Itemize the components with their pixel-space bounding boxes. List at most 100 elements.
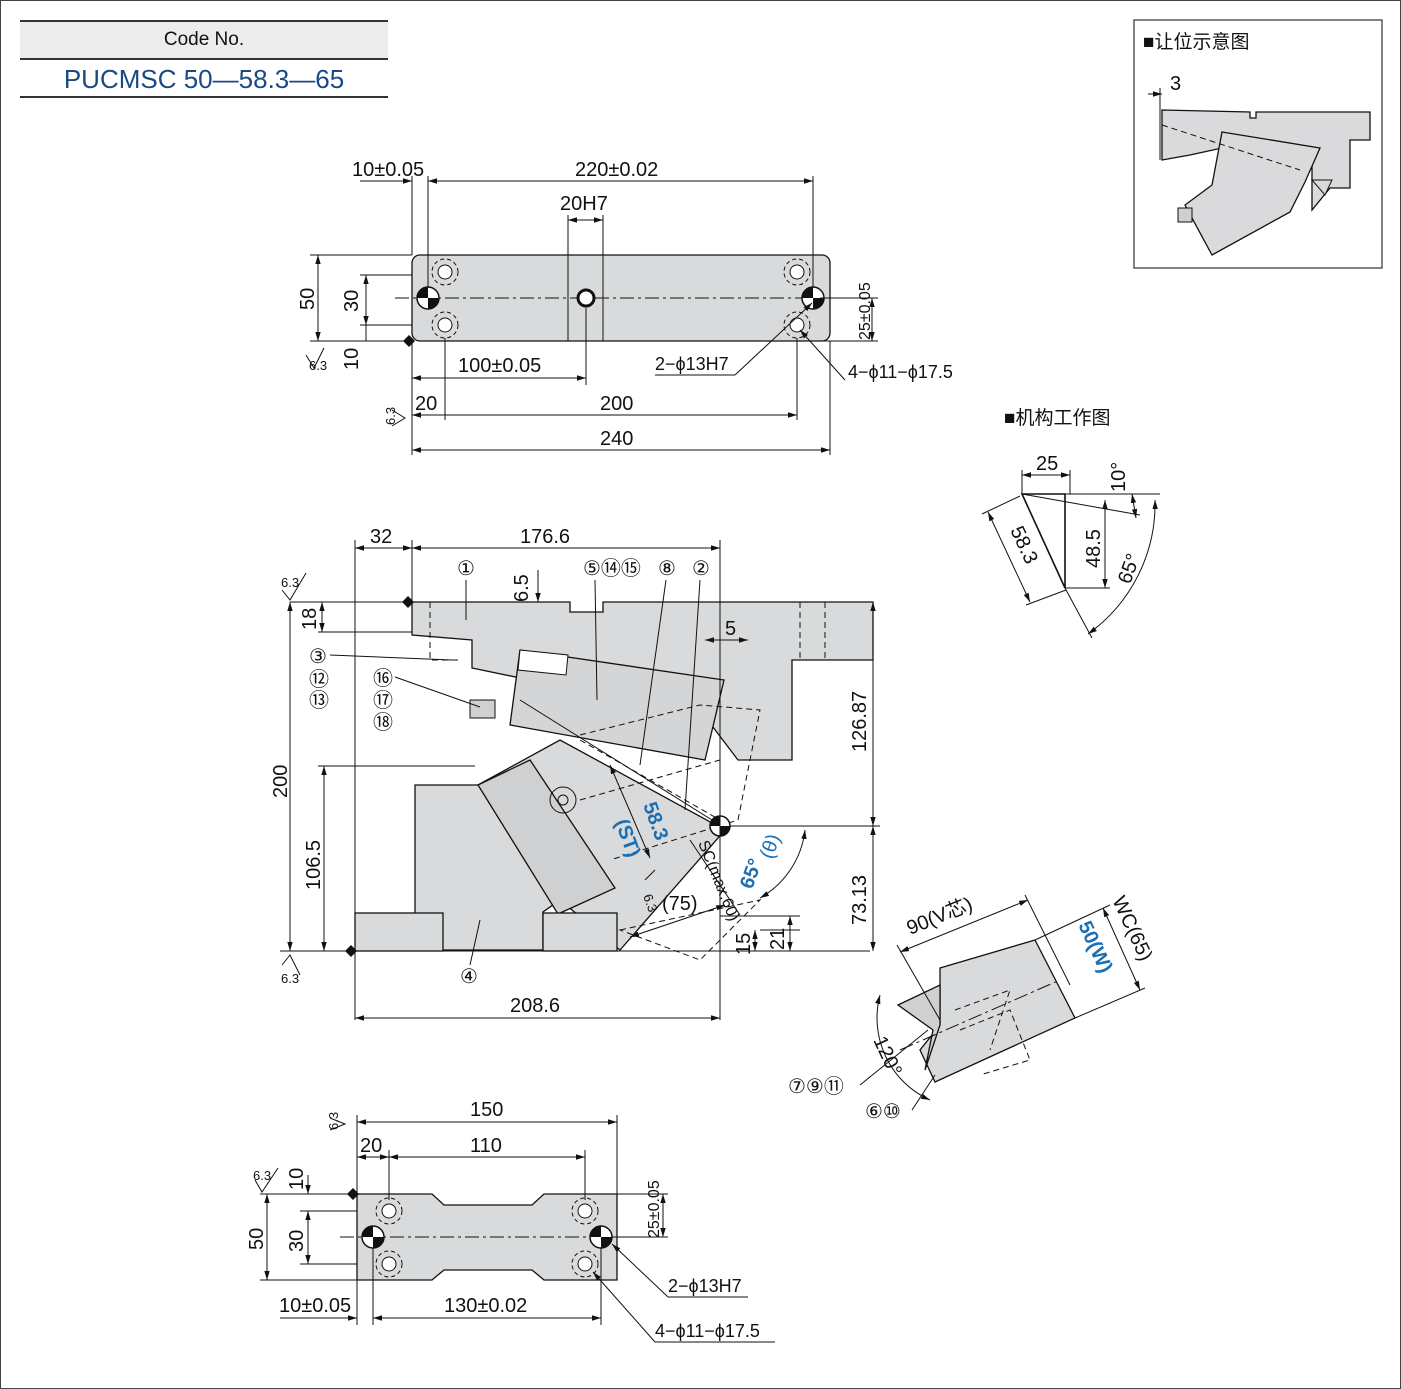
clearance-slider	[1184, 131, 1321, 256]
top-hole-pin-label: 2−ϕ13H7	[655, 354, 729, 374]
bolt-hole	[437, 264, 453, 280]
balloon-5-14-15: ⑤⑭⑮	[583, 557, 641, 580]
balloon-2: ②	[692, 558, 710, 580]
side-dim-73: 73.13	[849, 875, 871, 925]
bottom-pin-hole-right	[589, 1225, 613, 1249]
bottom-roughness-b: 6.3	[253, 1168, 271, 1183]
bottom-dim-110: 110	[470, 1135, 502, 1157]
bottom-dim-10b: 10±0.05	[279, 1295, 351, 1317]
punch-dim-50w: 50(W)	[1073, 918, 1116, 977]
balloon-7-9-11: ⑦⑨⑪	[788, 1075, 844, 1098]
side-dim-208: 208.6	[510, 995, 560, 1017]
side-dim-176: 176.6	[520, 526, 570, 548]
bottom-dim-10: 10	[286, 1168, 308, 1190]
side-dim-6-5: 6.5	[511, 574, 533, 602]
top-roughness-a: 6.3	[309, 358, 327, 373]
cam-slider-block	[509, 649, 725, 761]
base-left-foot	[354, 912, 444, 952]
punch-dim-120: 120°	[868, 1033, 905, 1080]
bottom-hole-pin-label: 2−ϕ13H7	[668, 1276, 742, 1296]
punch-view: 90(V芯) WC(65) 50(W) 120° ⑦⑨⑪ ⑥⑩	[788, 892, 1157, 1123]
side-dim-200: 200	[270, 765, 292, 798]
balloon-6-10: ⑥⑩	[865, 1101, 901, 1123]
bolt-hole	[431, 311, 459, 339]
balloon-1: ①	[457, 558, 475, 580]
balloon-18: ⑱	[373, 711, 393, 734]
side-dim-15: 15	[733, 933, 755, 955]
side-view: 32 176.6 6.5 18 5 200 106.5 126.87 73.13…	[270, 526, 880, 1021]
clearance-dim-3: 3	[1170, 73, 1181, 95]
top-pin-hole-left	[416, 286, 440, 310]
bottom-hole-bolt-label: 4−ϕ11−ϕ17.5	[655, 1321, 760, 1341]
guide-block	[477, 759, 616, 915]
code-number-table: Code No. PUCMSC 50—58.3—65	[20, 20, 388, 98]
bottom-dim-25: 25±0.05	[646, 1180, 663, 1238]
side-dim-18: 18	[299, 608, 321, 630]
roughness-symbol	[305, 347, 325, 370]
mechanism-diagram: ■机构工作图 25 10° 48.5 58.3 65°	[981, 407, 1160, 639]
top-dim-100: 100±0.05	[458, 355, 541, 377]
punch-dim-wc: WC(65)	[1107, 893, 1156, 965]
side-dim-106: 106.5	[303, 840, 325, 890]
bolt-hole	[783, 258, 811, 286]
side-roughness-a: 6.3	[281, 575, 299, 590]
top-view: 10±0.05 220±0.02 20H7 50 30 10 100±0.05 …	[297, 159, 953, 455]
balloon-17: ⑰	[373, 689, 393, 712]
bolt-hole	[789, 317, 805, 333]
bottom-pin-hole-left	[361, 1225, 385, 1249]
center-pin	[549, 786, 577, 814]
top-roughness-b: 6.3	[383, 407, 398, 425]
bottom-bolt-holes	[375, 1197, 599, 1278]
clearance-stopper	[1177, 207, 1193, 223]
top-center-hole	[576, 288, 596, 308]
top-dim-20: 20	[415, 393, 437, 415]
top-dim-20h7: 20H7	[560, 193, 608, 215]
bottom-view: 150 20 110 50 10 30 25±0.05 10±0.05 130±…	[246, 1099, 775, 1343]
mech-dim-25: 25	[1036, 453, 1058, 475]
balloon-13: ⑬	[309, 689, 329, 712]
clearance-hidden-line	[1161, 124, 1301, 171]
bottom-plate	[356, 1193, 618, 1281]
balloon-8: ⑧	[658, 558, 676, 580]
top-dim-220: 220±0.02	[575, 159, 658, 181]
side-angle-value: 65°	[736, 856, 767, 892]
code-header: Code No.	[20, 20, 388, 60]
top-dim-200: 200	[600, 393, 633, 415]
side-dim-5: 5	[725, 618, 736, 640]
stopper-bolt	[469, 699, 496, 719]
bottom-dim-150: 150	[470, 1099, 503, 1121]
bottom-roughness-a: 6.3	[326, 1112, 341, 1130]
balloon-12: ⑫	[309, 668, 329, 691]
top-dim-25: 25±0.05	[857, 282, 874, 340]
side-dim-126: 126.87	[849, 691, 871, 752]
mech-dim-10: 10°	[1108, 462, 1130, 492]
side-dim-21: 21	[767, 928, 789, 950]
side-angle-label: (θ)	[756, 831, 785, 862]
bottom-dim-50: 50	[246, 1228, 268, 1250]
bottom-dim-130: 130±0.02	[444, 1295, 527, 1317]
side-dim-32: 32	[370, 526, 392, 548]
bolt-hole	[783, 311, 811, 339]
top-dim-10b: 10	[341, 348, 363, 370]
top-dim-10: 10±0.05	[352, 159, 424, 181]
top-hole-bolt-label: 4−ϕ11−ϕ17.5	[848, 362, 953, 382]
top-dim-240: 240	[600, 428, 633, 450]
balloon-4: ④	[460, 966, 478, 988]
bolt-hole	[437, 317, 453, 333]
side-dim-75: (75)	[662, 893, 698, 915]
mech-dim-48: 48.5	[1083, 529, 1105, 568]
code-value: PUCMSC 50—58.3—65	[20, 60, 388, 98]
punch-body	[919, 939, 1076, 1083]
top-dim-30: 30	[341, 290, 363, 312]
bottom-dim-30: 30	[286, 1230, 308, 1252]
mech-dim-65: 65°	[1114, 551, 1145, 587]
slider-window	[517, 649, 569, 676]
clearance-inset: ■让位示意图 3	[1133, 19, 1383, 269]
balloon-16: ⑯	[373, 667, 393, 690]
clearance-title: ■让位示意图	[1143, 31, 1249, 53]
side-sc-label: SC(max.60)	[694, 838, 742, 924]
bolt-hole	[789, 264, 805, 280]
top-bolt-holes	[431, 258, 811, 339]
bolt-hole	[431, 258, 459, 286]
